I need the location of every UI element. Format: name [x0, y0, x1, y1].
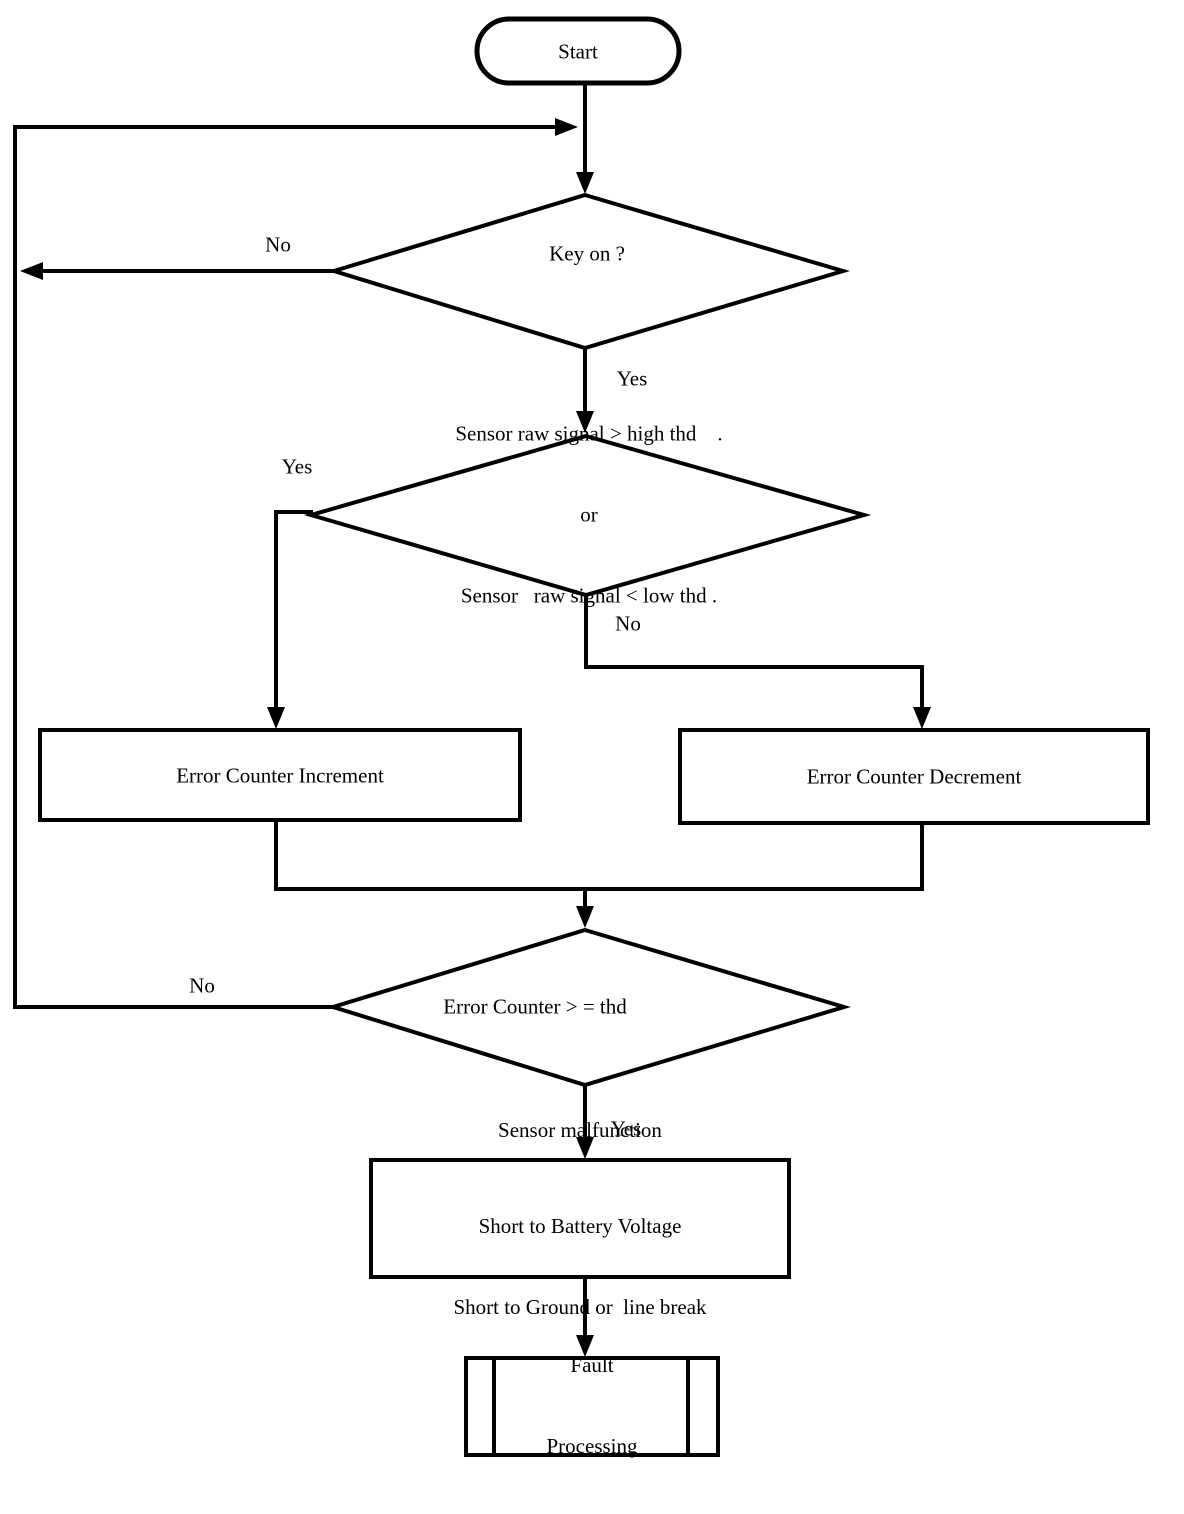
start-label: Start [558, 39, 598, 64]
error-decrement-label: Error Counter Decrement [806, 764, 1022, 789]
sensor-malfunction-label: Sensor malfunction Short to Battery Volt… [453, 1063, 706, 1375]
malfunction-line-2: Short to Battery Voltage [478, 1214, 682, 1238]
edge-signal-no [584, 595, 924, 709]
edge-label-keyon-yes: Yes [616, 366, 648, 391]
edge-label-signal-yes: Yes [281, 454, 313, 479]
edge-loopback-line [13, 125, 556, 1009]
arrowhead-into-fault-icon [576, 1335, 594, 1357]
edge-merge [274, 820, 924, 891]
arrowhead-into-signal-icon [576, 411, 594, 433]
signal-check-label: Sensor raw signal > high thd . or Sensor… [455, 367, 722, 664]
arrowhead-into-increment-icon [267, 707, 285, 729]
malfunction-line-1: Sensor malfunction [498, 1118, 662, 1142]
fault-processing-predefined [464, 1356, 720, 1457]
fault-processing-label: Fault Processing [547, 1298, 638, 1514]
arrowhead-into-malfunction-icon [576, 1137, 594, 1159]
malfunction-line-3: Short to Ground or line break [453, 1295, 707, 1319]
key-on-decision [327, 192, 851, 351]
arrowhead-keyon-no-icon [20, 262, 43, 280]
signal-check-line-1: Sensor raw signal > high thd . [455, 421, 723, 446]
arrowhead-into-decrement-icon [913, 707, 931, 729]
edge-label-counter-yes: Yes [610, 1116, 642, 1141]
arrowhead-loopback-right-icon [555, 118, 578, 136]
signal-check-line-2: or [580, 502, 598, 527]
arrowhead-into-counter-icon [576, 906, 594, 928]
fault-line-2: Processing [546, 1434, 638, 1458]
signal-check-decision [303, 433, 872, 598]
start-terminator [474, 16, 682, 86]
signal-check-line-3: Sensor raw signal < low thd . [460, 583, 718, 608]
error-increment-process [38, 728, 522, 822]
key-on-label: Key on ? [549, 241, 625, 266]
arrowhead-into-keyon-icon [576, 172, 594, 194]
flowchart-canvas: Start Key on ? Sensor raw signal > high … [13, 16, 1150, 1458]
error-decrement-process [678, 728, 1150, 825]
counter-check-label: Error Counter > = thd [443, 994, 627, 1019]
edge-label-signal-no: No [615, 611, 641, 636]
sensor-malfunction-process [369, 1158, 791, 1279]
flowchart-graphics [13, 16, 1150, 1457]
edge-signal-yes [274, 510, 313, 709]
error-increment-label: Error Counter Increment [176, 763, 384, 788]
fault-line-1: Fault [570, 1353, 614, 1377]
edge-label-keyon-no: No [265, 232, 291, 257]
edge-label-counter-no: No [189, 973, 215, 998]
counter-check-decision [326, 927, 851, 1088]
